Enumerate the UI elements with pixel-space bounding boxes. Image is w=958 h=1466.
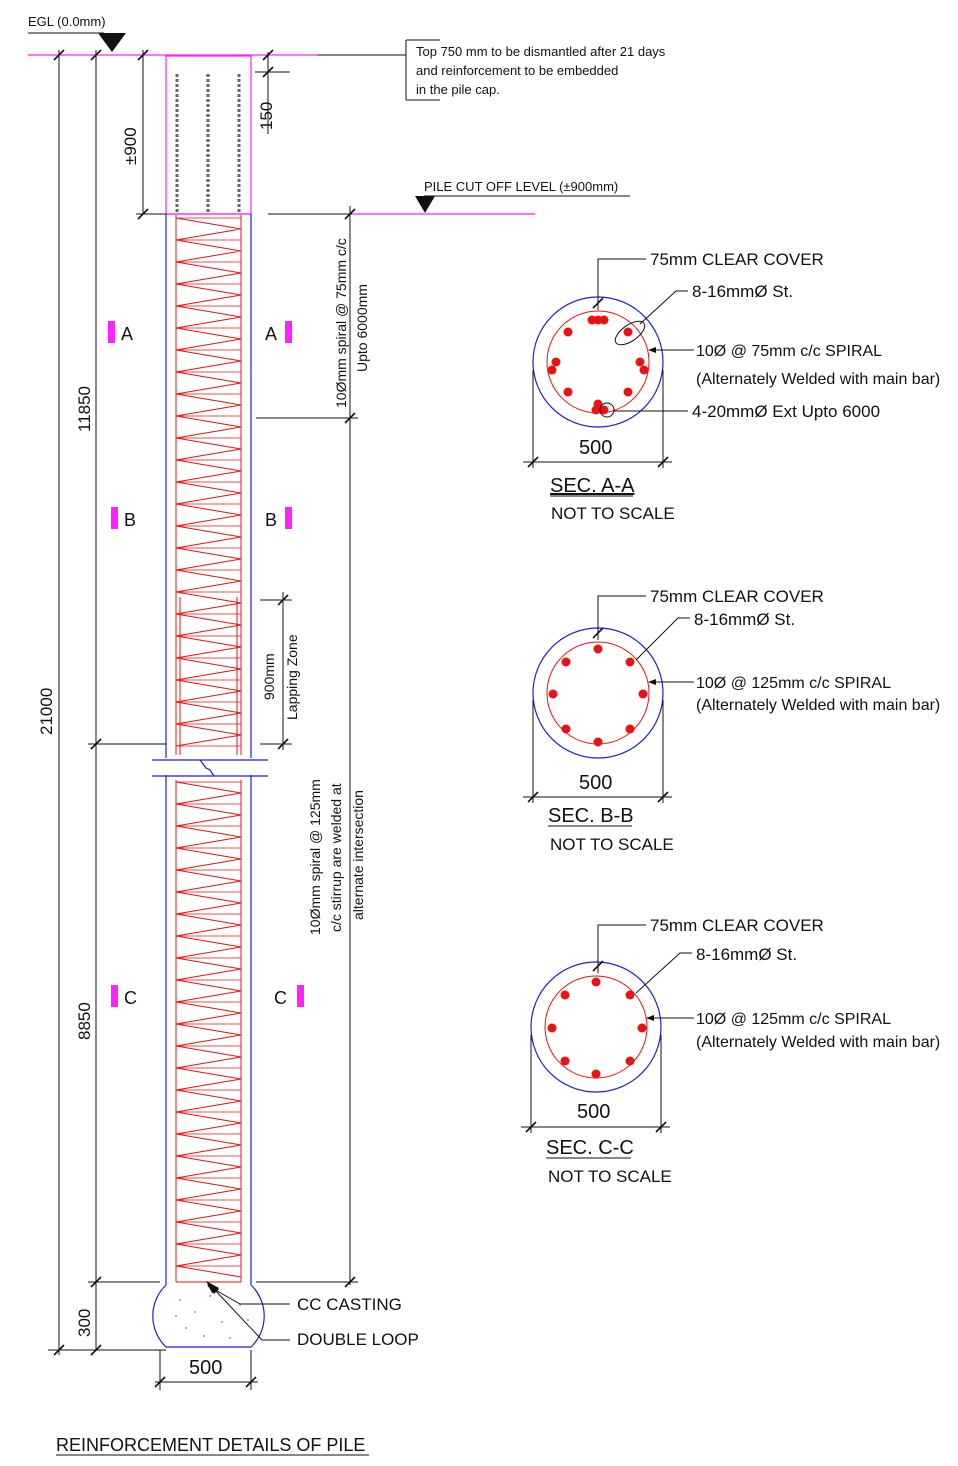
section-c-title: SEC. C-C <box>546 1137 634 1159</box>
dim-width-text: 500 <box>189 1357 222 1379</box>
dim-width: 500 <box>154 1350 258 1390</box>
lapping-text-1: 900mm <box>261 653 277 700</box>
drawing-title-block: REINFORCEMENT DETAILS OF PILE <box>56 1435 369 1456</box>
section-mark-a-right: A <box>265 324 277 344</box>
lapping-zone-dim: 900mm Lapping Zone <box>260 592 300 750</box>
section-b-spiral-1: 10Ø @ 125mm c/c SPIRAL <box>696 675 891 692</box>
dim-upper-text: 11850 <box>75 386 94 432</box>
cc-casting-callout: CC CASTING <box>207 1285 402 1314</box>
section-a-cover: 75mm CLEAR COVER <box>650 250 824 269</box>
section-c-cover: 75mm CLEAR COVER <box>650 916 824 935</box>
section-c-diameter: 500 <box>577 1101 610 1123</box>
spiral-lower-text-1: 10Ømm spiral @ 125mm <box>307 779 323 935</box>
dim-upper: 11850 8850 300 <box>48 49 166 1356</box>
dim-total-text: 21000 <box>37 688 56 735</box>
section-mark-b-right: B <box>265 510 277 530</box>
cc-casting-label: CC CASTING <box>297 1295 402 1314</box>
section-a-diameter: 500 <box>579 437 612 459</box>
top-note-line-1: Top 750 mm to be dismantled after 21 day… <box>416 44 666 59</box>
spiral-upper-text-1: 10Ømm spiral @ 75mm c/c <box>333 238 349 408</box>
pile-outline <box>152 214 268 1348</box>
dim-lower-text: 8850 <box>75 1002 94 1040</box>
lapping-text-2: Lapping Zone <box>284 634 300 720</box>
section-b-spiral-2: (Alternately Welded with main bar) <box>696 697 940 714</box>
top-note-line-3: in the pile cap. <box>416 82 500 97</box>
spiral-lower <box>175 781 242 1278</box>
double-loop-label: DOUBLE LOOP <box>297 1330 419 1349</box>
section-mark-a: A A <box>108 321 292 344</box>
section-a-extra: 4-20mmØ Ext Upto 6000 <box>692 402 880 421</box>
dim-total: 21000 <box>37 49 65 1356</box>
section-b: 75mm CLEAR COVER 8-16mmØ St. 10Ø @ 125mm… <box>523 587 940 854</box>
cc-casting-fill <box>175 1295 249 1339</box>
section-mark-a-left: A <box>121 324 133 344</box>
dim-150: 150 <box>255 49 290 134</box>
top-note-line-2: and reinforcement to be embedded <box>416 63 618 78</box>
double-loop-callout: DOUBLE LOOP <box>206 1281 419 1349</box>
section-c-bars <box>547 977 647 1079</box>
spiral-zigzag <box>175 781 242 1278</box>
section-c-spiral-2: (Alternately Welded with main bar) <box>696 1034 940 1051</box>
top-note: Top 750 mm to be dismantled after 21 day… <box>318 39 666 101</box>
dim-150-text: 150 <box>257 102 276 130</box>
section-b-cover: 75mm CLEAR COVER <box>650 587 824 606</box>
section-c-main-bars: 8-16mmØ St. <box>696 945 797 964</box>
section-c: 75mm CLEAR COVER 8-16mmØ St. 10Ø @ 125mm… <box>521 916 940 1186</box>
section-c-spiral-1: 10Ø @ 125mm c/c SPIRAL <box>696 1011 891 1028</box>
section-b-scale: NOT TO SCALE <box>550 835 674 854</box>
section-a-title: SEC. A-A <box>550 475 635 497</box>
section-a-spiral-1: 10Ø @ 75mm c/c SPIRAL <box>696 343 882 360</box>
cutoff-label: PILE CUT OFF LEVEL (±900mm) <box>424 179 618 194</box>
dim-bottom-text: 300 <box>75 1309 94 1337</box>
section-mark-b: B B <box>111 507 292 530</box>
section-b-title: SEC. B-B <box>548 805 634 827</box>
spiral-upper-text-2: Upto 6000mm <box>354 284 370 372</box>
spiral-lower-text-2: c/c stirrup are welded at <box>328 783 344 932</box>
dim-top-text: ±900 <box>121 127 140 165</box>
section-mark-c-left: C <box>124 988 137 1008</box>
section-c-scale: NOT TO SCALE <box>548 1167 672 1186</box>
egl-label: EGL (0.0mm) <box>28 14 106 29</box>
section-b-main-bars: 8-16mmØ St. <box>694 610 795 629</box>
section-mark-c-right: C <box>274 988 287 1008</box>
section-a: 75mm CLEAR COVER 8-16mmØ St. 10Ø @ 75mm … <box>523 250 940 523</box>
section-a-main-bars: 8-16mmØ St. <box>692 282 793 301</box>
spiral-upper <box>175 217 242 747</box>
section-b-bars <box>548 644 648 747</box>
cutoff-level: PILE CUT OFF LEVEL (±900mm) <box>268 179 630 215</box>
spiral-upper-dim: 10Ømm spiral @ 75mm c/c Upto 6000mm <box>256 206 370 1288</box>
main-bars <box>175 215 242 1283</box>
section-mark-b-left: B <box>124 510 136 530</box>
dim-top: ±900 <box>121 49 166 220</box>
section-mark-c: C C <box>111 985 304 1008</box>
section-b-diameter: 500 <box>579 772 612 794</box>
section-a-scale: NOT TO SCALE <box>551 504 675 523</box>
spiral-lower-note: 10Ømm spiral @ 125mm c/c stirrup are wel… <box>307 779 366 935</box>
section-a-bars <box>547 315 649 415</box>
spiral-lower-text-3: alternate intersection <box>350 790 366 920</box>
section-a-spiral-2: (Alternately Welded with main bar) <box>696 371 940 388</box>
pile-top-portion <box>165 55 252 215</box>
drawing-title: REINFORCEMENT DETAILS OF PILE <box>56 1435 365 1455</box>
egl-marker: EGL (0.0mm) <box>28 14 318 56</box>
